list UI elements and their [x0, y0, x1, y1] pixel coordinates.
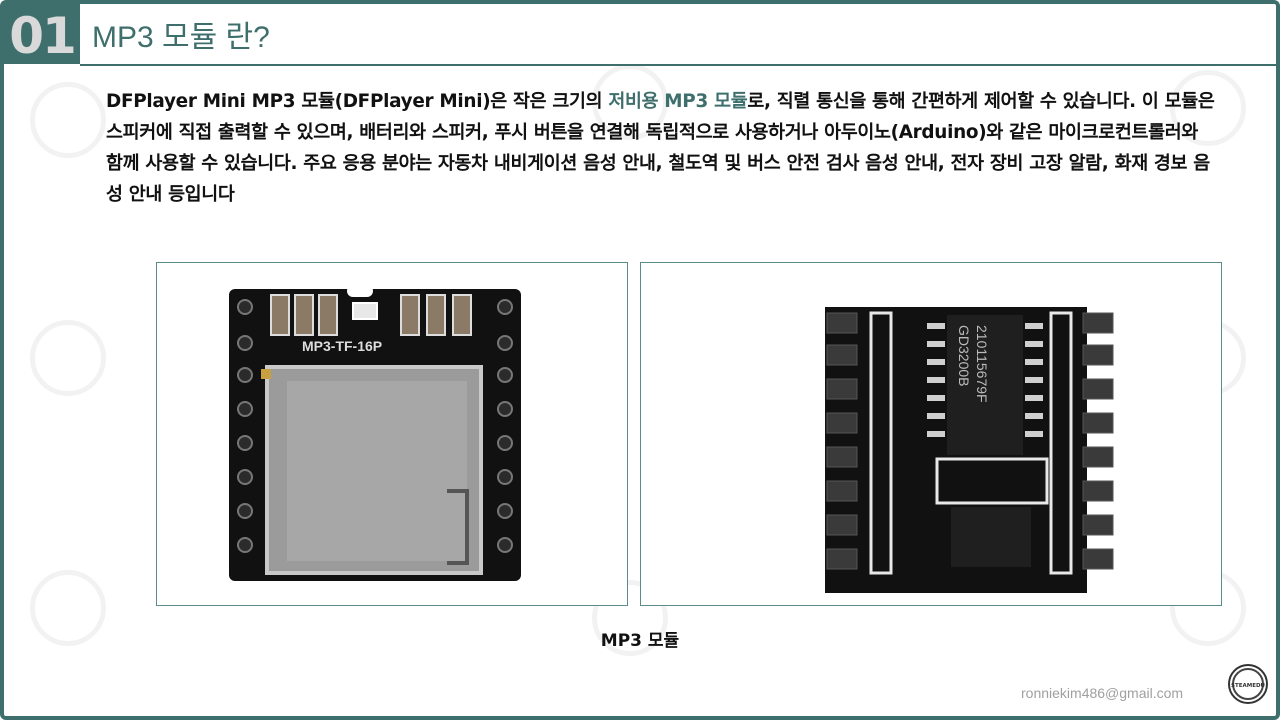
watermark-logo [30, 570, 106, 646]
watermark-logo [1170, 70, 1246, 146]
chip-marking-1: GD3200B [956, 325, 972, 386]
steamedu-logo: STEAMEDU [1228, 664, 1268, 704]
page-title: MP3 모듈 란? [92, 21, 270, 54]
module-front-image: MP3-TF-16P [156, 262, 628, 606]
watermark-logo [30, 320, 106, 396]
logo-text: STEAMEDU [1231, 683, 1265, 689]
description-paragraph: DFPlayer Mini MP3 모듈(DFPlayer Mini)은 작은 … [106, 86, 1216, 210]
figure-caption: MP3 모듈 [600, 631, 680, 651]
section-number: 01 [4, 4, 80, 65]
description-highlight: 저비용 MP3 모듈 [608, 91, 748, 112]
title-divider [80, 64, 1276, 66]
watermark-logo [30, 82, 106, 158]
watermark-logo [592, 64, 668, 140]
module-back-image: GD3200B 210115679F [640, 262, 1222, 606]
footer-email: ronniekim486@gmail.com [1021, 685, 1184, 701]
board-silkscreen-label: MP3-TF-16P [302, 338, 382, 354]
chip-marking-2: 210115679F [974, 325, 990, 403]
description-text-2: 로, 직렬 통신을 통해 간편하게 제어할 수 있습니다. 이 모듈은 스피커에… [106, 91, 1215, 205]
watermark-logo [592, 580, 668, 656]
description-text-1: DFPlayer Mini MP3 모듈(DFPlayer Mini)은 작은 … [106, 91, 609, 112]
